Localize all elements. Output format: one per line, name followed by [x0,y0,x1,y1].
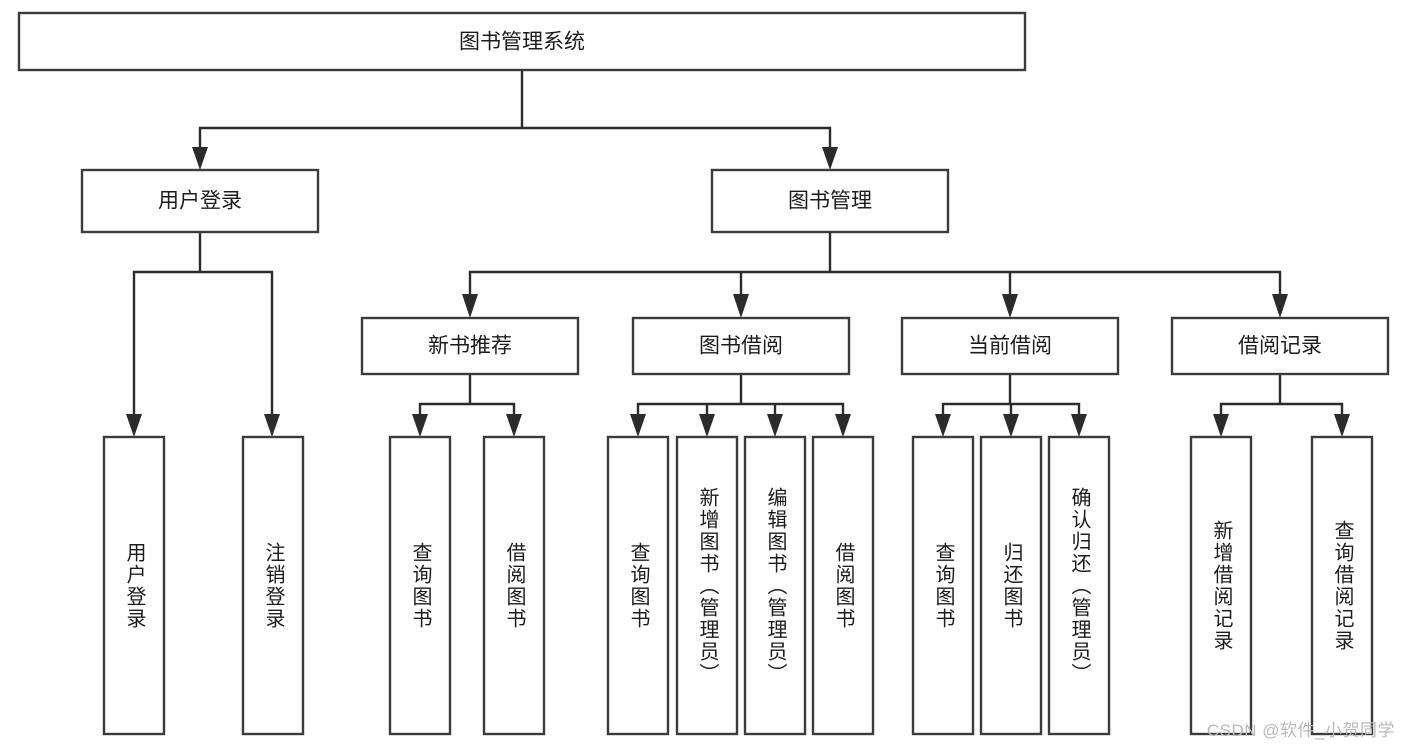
node-borrow-record-box [1170,316,1390,376]
node-borrow-record[interactable]: 借阅记录 [1170,316,1390,376]
node-book-manage-box [710,168,950,234]
connector-current-borrow-trunk [941,372,1081,418]
arrowhead-leaf-add-book [699,414,715,437]
node-root-label: 图书管理系统 [459,31,585,54]
node-book-borrow-label: 图书借阅 [699,335,783,358]
connector-new-book-rec-trunk [418,372,516,418]
node-leaf-query-record-box[interactable] [1310,435,1374,736]
arrowhead-leaf-add-record [1213,414,1229,437]
node-leaf-logout-box[interactable] [241,435,305,736]
node-current-borrow-label: 当前借阅 [968,335,1052,358]
node-borrow-record-label: 借阅记录 [1238,335,1322,358]
node-leaf-add-book-box[interactable] [675,435,739,736]
node-new-book-rec[interactable]: 新书推荐 [360,316,580,376]
arrowhead-leaf-return-book [1003,414,1019,437]
node-leaf-edit-book-box[interactable] [743,435,807,736]
connector-group [126,68,1350,437]
arrowhead-leaf-edit-book [767,414,783,437]
watermark-text: CSDN @软件_小贺同学 [1206,721,1395,740]
arrowhead-current-borrow [1002,294,1018,318]
arrowhead-leaf-query-book-1 [412,414,428,437]
arrowhead-new-book-rec [462,294,478,318]
node-new-book-rec-box [360,316,580,376]
arrowhead-leaf-logout [264,414,280,437]
connector-book-manage-trunk [468,230,1282,296]
node-leaf-borrow-book-2-box[interactable] [811,435,875,736]
node-book-manage[interactable]: 图书管理 [710,168,950,234]
arrowhead-borrow-record [1272,294,1288,318]
arrowhead-leaf-confirm-return [1071,414,1087,437]
arrowhead-leaf-user-login [126,414,142,437]
arrowhead-leaf-query-book-2 [630,414,646,437]
node-current-borrow[interactable]: 当前借阅 [900,316,1120,376]
node-user-login-box [80,168,320,234]
arrowhead-book-manage [822,147,838,170]
arrowhead-leaf-query-book-3 [935,414,951,437]
node-leaf-return-book-box[interactable] [979,435,1043,736]
node-leaf-borrow-book-1-box[interactable] [482,435,546,736]
node-user-login[interactable]: 用户登录 [80,168,320,234]
node-leaf-user-login-box[interactable] [102,435,166,736]
leaf-box-group [102,435,1374,736]
node-user-login-label: 用户登录 [158,190,242,213]
arrowhead-leaf-query-record [1334,414,1350,437]
connector-book-borrow-trunk [636,372,845,418]
arrowhead-book-borrow [733,294,749,318]
node-book-manage-label: 图书管理 [788,190,872,213]
node-leaf-confirm-return-box[interactable] [1047,435,1111,736]
node-book-borrow-box [631,316,851,376]
node-book-borrow[interactable]: 图书借阅 [631,316,851,376]
arrowhead-leaf-borrow-book-2 [835,414,851,437]
node-new-book-rec-label: 新书推荐 [428,335,512,358]
connector-root-trunk [198,68,832,150]
node-root[interactable]: 图书管理系统 [17,11,1027,72]
node-leaf-query-book-2-box[interactable] [606,435,670,736]
connector-user-login-trunk [132,230,274,418]
node-leaf-query-book-3-box[interactable] [911,435,975,736]
node-root-box [17,11,1027,72]
arrowhead-leaf-borrow-book-1 [506,414,522,437]
node-current-borrow-box [900,316,1120,376]
connector-borrow-record-trunk [1219,372,1344,418]
node-leaf-query-book-1-box[interactable] [388,435,452,736]
node-leaf-add-record-box[interactable] [1189,435,1253,736]
arrowhead-user-login [192,147,208,170]
